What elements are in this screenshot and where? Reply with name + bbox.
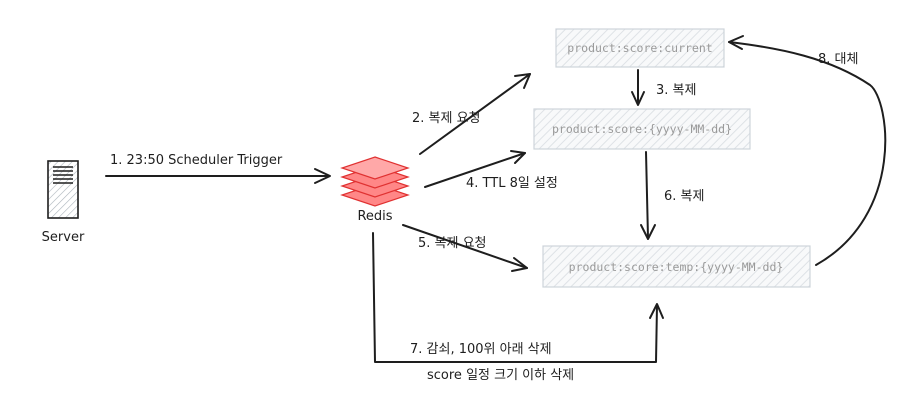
edge-7: 7. 감쇠, 100위 아래 삭제 score 일정 크기 이하 삭제 [372, 232, 664, 383]
box-temp-label: product:score:temp:{yyyy-MM-dd} [569, 260, 784, 274]
edge-7-sublabel: score 일정 크기 이하 삭제 [427, 368, 574, 383]
edge-6-label: 6. 복제 [664, 189, 704, 204]
edge-1: 1. 23:50 Scheduler Trigger [105, 153, 331, 184]
edge-3-label: 3. 복제 [656, 83, 696, 98]
server-label: Server [42, 230, 85, 245]
box-current: product:score:current [555, 28, 725, 68]
edge-4: 4. TTL 8일 설정 [424, 150, 558, 191]
box-temp: product:score:temp:{yyyy-MM-dd} [542, 245, 811, 288]
edge-4-label: 4. TTL 8일 설정 [466, 176, 558, 191]
edge-8-label: 8. 대체 [818, 52, 858, 67]
box-date: product:score:{yyyy-MM-dd} [533, 108, 751, 150]
edge-5-label: 5. 복제 요청 [418, 236, 487, 251]
box-current-label: product:score:current [567, 41, 712, 55]
server-icon [47, 160, 79, 219]
redis-node: Redis [340, 156, 410, 224]
redis-label: Redis [357, 209, 392, 224]
edge-6: 6. 복제 [640, 151, 704, 240]
edge-8: 8. 대체 [728, 35, 887, 266]
server-node: Server [42, 160, 85, 245]
redis-icon [340, 156, 410, 207]
box-date-label: product:score:{yyyy-MM-dd} [552, 122, 732, 136]
edge-2-label: 2. 복제 요청 [412, 111, 481, 126]
edge-2: 2. 복제 요청 [412, 73, 531, 155]
edge-3: 3. 복제 [631, 69, 696, 106]
edge-1-label: 1. 23:50 Scheduler Trigger [110, 153, 283, 168]
edge-5: 5. 복제 요청 [402, 224, 528, 272]
edge-7-label: 7. 감쇠, 100위 아래 삭제 [410, 342, 552, 357]
